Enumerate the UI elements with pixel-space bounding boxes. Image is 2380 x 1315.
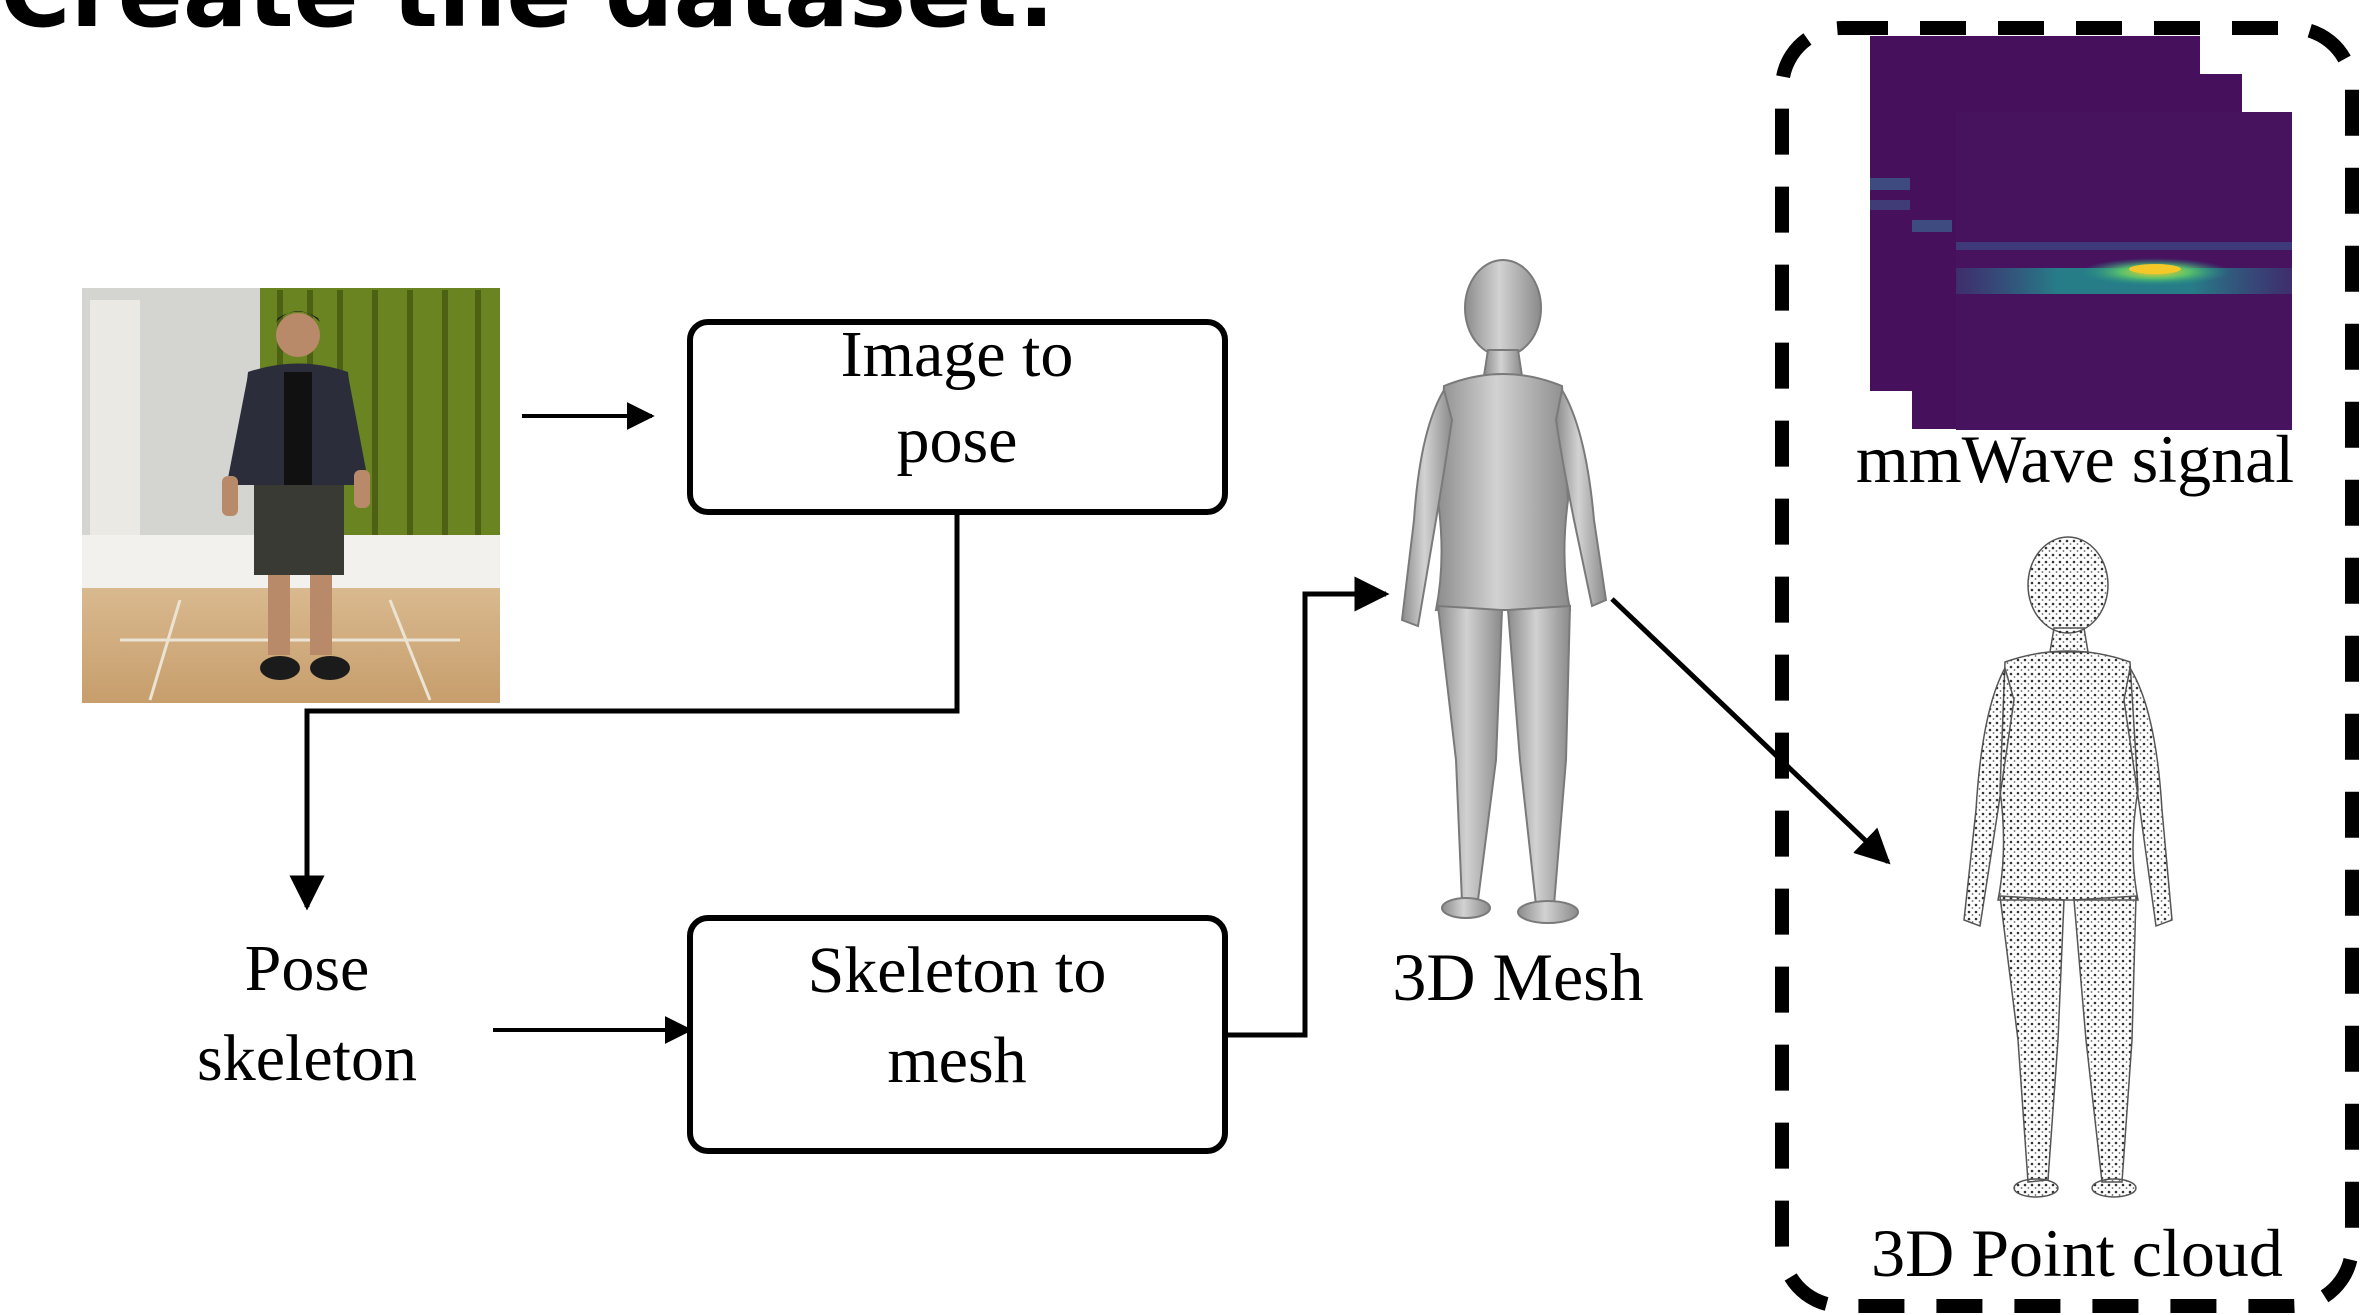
mesh-figure	[1402, 260, 1606, 923]
mesh-label: 3D Mesh	[1392, 939, 1643, 1015]
arrow-mesh-to-pointcloud	[1612, 599, 1888, 862]
image-to-pose-box: Image to pose	[690, 318, 1225, 512]
image-to-pose-line1: Image to	[841, 318, 1074, 391]
skeleton-to-mesh-line2: mesh	[887, 1024, 1026, 1097]
point-cloud-label: 3D Point cloud	[1871, 1215, 2283, 1291]
pose-skeleton-line2: skeleton	[197, 1022, 417, 1095]
image-to-pose-line2: pose	[897, 404, 1018, 477]
arrow-box-to-mesh	[1225, 594, 1386, 1035]
skeleton-to-mesh-box: Skeleton to mesh	[690, 918, 1225, 1151]
input-photo	[82, 288, 500, 703]
skeleton-to-mesh-line1: Skeleton to	[808, 934, 1107, 1007]
pose-skeleton-line1: Pose	[245, 932, 370, 1005]
mmwave-label: mmWave signal	[1856, 421, 2294, 497]
point-cloud-figure	[1964, 537, 2172, 1197]
mmwave-heatmap-stack	[1870, 36, 2292, 430]
